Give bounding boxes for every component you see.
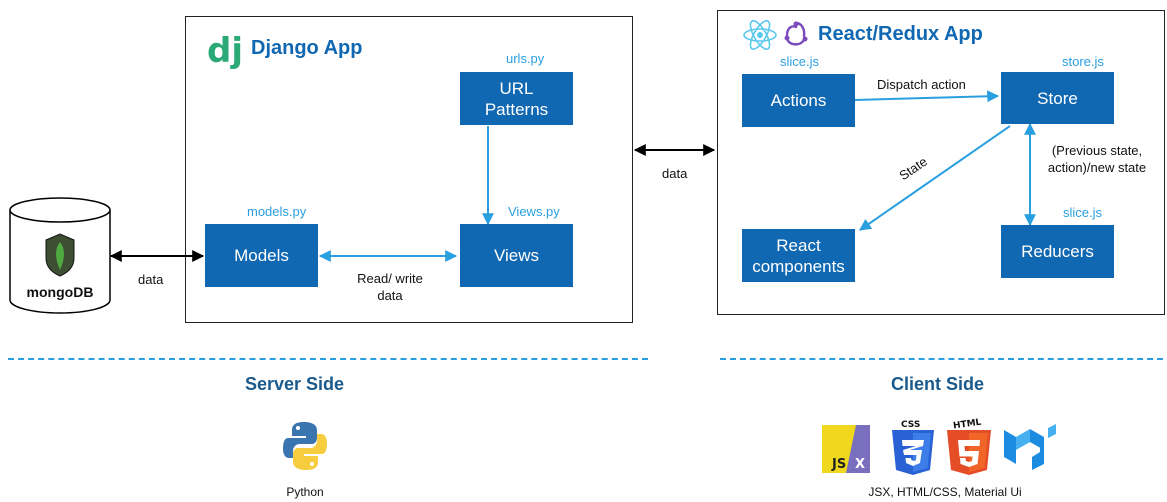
url-patterns-label: URL Patterns xyxy=(484,78,549,119)
reducers-file-label: slice.js xyxy=(1063,205,1103,220)
client-side-title: Client Side xyxy=(891,374,985,394)
views-box[interactable]: Views xyxy=(460,224,573,287)
client-tech-label: JSX, HTML/CSS, Material Ui xyxy=(868,485,1022,499)
store-components-arrow xyxy=(859,125,1011,231)
jsx-icon: JS X xyxy=(822,425,870,473)
django-logo: dj xyxy=(205,30,243,71)
prev-state-label: (Previous state, action)/new state xyxy=(1047,143,1147,175)
views-file-label: Views.py xyxy=(508,204,560,219)
react-icon xyxy=(742,20,778,50)
server-side-title: Server Side xyxy=(245,374,345,394)
views-label: Views xyxy=(493,246,540,265)
material-ui-icon xyxy=(1002,424,1058,470)
models-label: Models xyxy=(234,246,289,265)
actions-store-arrow xyxy=(854,90,1000,103)
mongodb-label: mongoDB xyxy=(26,284,94,300)
svg-text:CSS: CSS xyxy=(901,420,920,430)
store-file-label: store.js xyxy=(1062,54,1104,69)
dispatch-label: Dispatch action xyxy=(877,77,966,92)
components-box[interactable]: React components xyxy=(742,229,855,282)
redux-icon xyxy=(780,18,812,50)
django-title: Django App xyxy=(251,37,363,59)
store-box[interactable]: Store xyxy=(1001,72,1114,124)
jsx-badge-text: JS xyxy=(831,457,846,472)
python-icon xyxy=(282,420,328,472)
db-data-label: data xyxy=(138,272,164,287)
react-title: React/Redux App xyxy=(818,23,983,45)
store-label: Store xyxy=(1037,88,1078,108)
actions-file-label: slice.js xyxy=(780,54,820,69)
mongodb-cylinder xyxy=(8,196,112,316)
middle-data-label: data xyxy=(662,166,688,181)
models-box[interactable]: Models xyxy=(205,224,318,287)
reducers-label: Reducers xyxy=(1021,242,1094,261)
reducers-box[interactable]: Reducers xyxy=(1001,225,1114,278)
components-label: React components xyxy=(752,235,845,276)
server-divider xyxy=(8,358,648,360)
server-tech-label: Python xyxy=(286,485,324,499)
urls-file-label: urls.py xyxy=(506,51,545,66)
actions-label: Actions xyxy=(770,91,827,110)
svg-text:X: X xyxy=(855,457,865,472)
read-write-label: Read/ write data xyxy=(357,271,423,303)
css3-icon: CSS xyxy=(890,418,936,476)
html5-icon: HTML xyxy=(944,416,994,476)
url-patterns-box[interactable]: URL Patterns xyxy=(460,72,573,125)
svg-text:dj: dj xyxy=(207,31,243,70)
svg-text:HTML: HTML xyxy=(953,418,983,432)
models-file-label: models.py xyxy=(247,204,307,219)
actions-box[interactable]: Actions xyxy=(742,74,855,127)
client-divider xyxy=(720,358,1163,360)
